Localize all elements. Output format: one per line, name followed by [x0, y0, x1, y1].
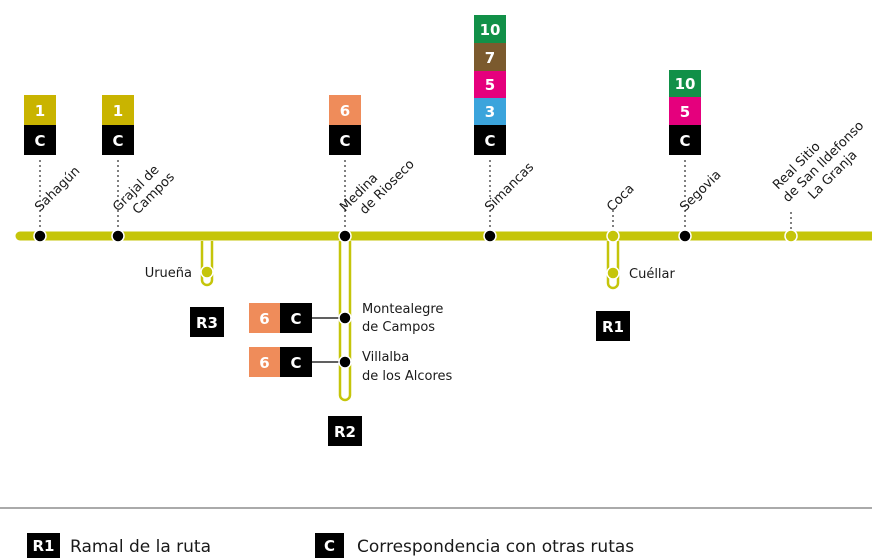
route-badge-6 [329, 95, 361, 125]
route-badge-6 [249, 347, 280, 377]
route-badge-5 [669, 97, 701, 125]
connection-badge [329, 125, 361, 155]
legend-branch-badge [27, 533, 60, 558]
connection-badge-label: C [290, 354, 301, 372]
connection-badge-label: C [290, 310, 301, 328]
branch-r3: Urueña R3 [145, 241, 224, 337]
route-badge-7-label: 7 [485, 49, 495, 67]
station-label-segovia: Segovia [677, 168, 724, 215]
connection-badge-label: C [112, 132, 123, 150]
route-badge-1 [24, 95, 56, 125]
branch-badge-r2-label: R2 [334, 423, 356, 441]
route-badge-10-label: 10 [480, 21, 501, 39]
connection-badge [474, 125, 506, 155]
route-badge-6-label: 6 [259, 354, 269, 372]
connection-badge [280, 303, 312, 333]
connection-badge-label: C [34, 132, 45, 150]
route-badge-5-label: 5 [485, 76, 495, 94]
station-dot-uruena [200, 265, 214, 279]
connection-badge [102, 125, 134, 155]
station-grajal-de-campos: 1 C Grajal de Campos [102, 95, 178, 243]
legend-connection-badge [315, 533, 344, 558]
branch-r2: 6 C Montealegre de Campos 6 C Villalba d… [249, 241, 453, 446]
branch-r2-line [338, 241, 352, 402]
route-badge-10 [474, 15, 506, 43]
branch-badge-r3-label: R3 [196, 314, 218, 332]
connection-badge-label: C [339, 132, 350, 150]
legend-connection-text: Correspondencia con otras rutas [357, 537, 634, 557]
station-dot-villalba [338, 355, 352, 369]
station-dot-medina-de-rioseco [338, 229, 352, 243]
route-badge-10 [669, 70, 701, 97]
route-badge-1-label: 1 [113, 102, 123, 120]
branch-badge-r2 [328, 416, 362, 446]
route-badge-1 [102, 95, 134, 125]
station-label-uruena: Urueña [145, 266, 192, 281]
legend: R1 Ramal de la ruta C Correspondencia co… [27, 533, 634, 558]
station-dot-coca [606, 229, 620, 243]
station-label-simancas: Simancas [482, 160, 537, 215]
route-badge-5 [474, 71, 506, 98]
branch-badge-r3 [190, 307, 224, 337]
branch-badge-r1-label: R1 [602, 318, 624, 336]
connection-badge-label: C [484, 132, 495, 150]
station-dot-grajal-de-campos [111, 229, 125, 243]
route-badge-1-label: 1 [35, 102, 45, 120]
station-real-sitio-de-san-ildefonso: Real Sitio de San Ildefonso La Granja [769, 104, 872, 243]
legend-connection-badge-label: C [324, 537, 335, 555]
route-badge-6 [249, 303, 280, 333]
route-badge-5-label: 5 [680, 103, 690, 121]
station-dot-segovia [678, 229, 692, 243]
route-badge-3-label: 3 [485, 103, 495, 121]
station-label-montealegre-1: Montealegre [362, 302, 443, 317]
connection-badge [24, 125, 56, 155]
connection-badge [669, 125, 701, 155]
station-label-grajal-de-campos: Grajal de Campos [110, 158, 178, 226]
station-simancas: 10 7 5 3 C Simancas [474, 15, 537, 243]
station-label-real-sitio: Real Sitio de San Ildefonso La Granja [769, 104, 872, 217]
station-dot-real-sitio [784, 229, 798, 243]
station-label-villalba-2: de los Alcores [362, 369, 453, 384]
route-badge-10-label: 10 [675, 75, 696, 93]
station-label-medina-de-rioseco: Medina de Rioseco [337, 146, 418, 227]
branch-r1: Cuéllar R1 [596, 241, 676, 341]
branch-badge-r1 [596, 311, 630, 341]
station-dot-montealegre [338, 311, 352, 325]
route-badge-3 [474, 98, 506, 125]
legend-branch-badge-label: R1 [33, 537, 55, 555]
station-label-cuellar: Cuéllar [629, 267, 676, 282]
route-badge-7 [474, 43, 506, 71]
connection-badge-label: C [679, 132, 690, 150]
connection-badge [280, 347, 312, 377]
station-dot-cuellar [606, 266, 620, 280]
station-medina-de-rioseco: 6 C Medina de Rioseco [329, 95, 418, 243]
station-label-coca: Coca [604, 181, 637, 214]
station-sahagun: 1 C Sahagún [24, 95, 83, 243]
legend-branch-text: Ramal de la ruta [70, 537, 211, 557]
station-label-villalba-1: Villalba [362, 350, 409, 365]
station-segovia: 10 5 C Segovia [669, 70, 724, 243]
station-dot-sahagun [33, 229, 47, 243]
station-dot-simancas [483, 229, 497, 243]
route-badge-6-label: 6 [340, 102, 350, 120]
branch-r3-line [200, 241, 214, 287]
branch-r1-line [606, 241, 620, 290]
station-label-montealegre-2: de Campos [362, 320, 435, 335]
route-badge-6-label: 6 [259, 310, 269, 328]
